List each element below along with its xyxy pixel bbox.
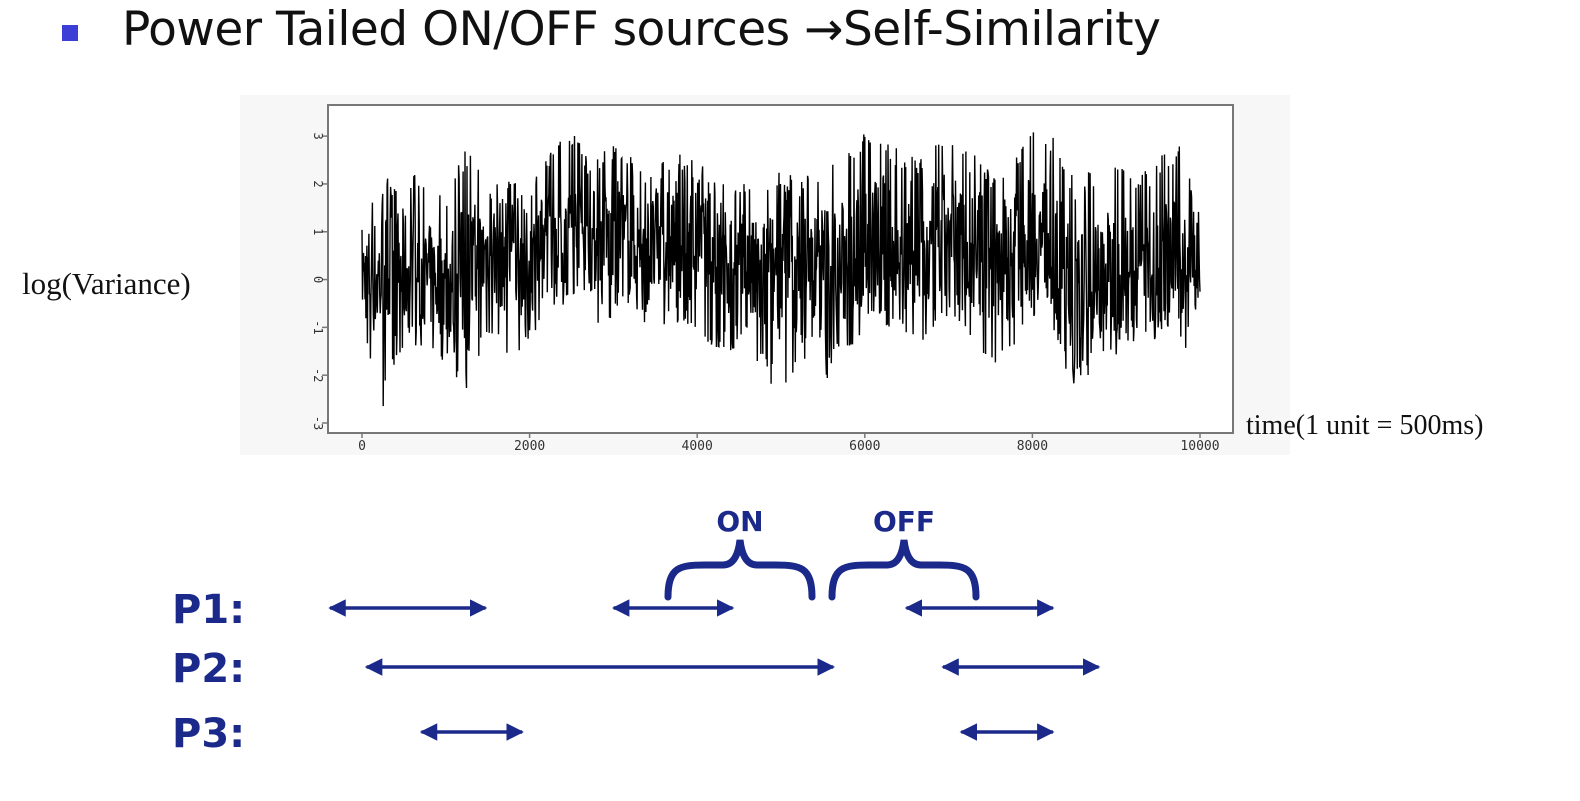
y-tick-label: 3	[311, 133, 325, 140]
plot-axes: 0 2000 4000 6000 8000 10000 -3 -2 -1 0 1 2 3	[311, 133, 1220, 454]
slide-heading: Power Tailed ON/OFF sources →Self-Simila…	[122, 2, 1161, 57]
x-tick-label: 0	[358, 439, 366, 454]
x-tick-label: 10000	[1180, 439, 1219, 454]
y-axis-label: log(Variance)	[22, 266, 191, 302]
on-brace: ON	[664, 505, 816, 601]
plot-marks	[361, 132, 1201, 407]
on-off-diagram: P1: P2: P3: ON OFF	[172, 505, 1101, 757]
bullet-square	[62, 25, 78, 41]
y-tick-label: 2	[311, 180, 325, 187]
off-label: OFF	[873, 505, 935, 538]
process-label: P2:	[172, 646, 245, 692]
x-tick-label: 6000	[849, 439, 880, 454]
x-tick-label: 4000	[682, 439, 713, 454]
x-tick-label: 2000	[514, 439, 545, 454]
process-label: P3:	[172, 711, 245, 757]
on-label: ON	[716, 505, 763, 538]
y-tick-label: 1	[311, 228, 325, 235]
series-line	[361, 132, 1201, 407]
y-axis-label-text: log(Variance)	[22, 266, 191, 301]
x-axis-label: time(1 unit = 500ms)	[1246, 410, 1484, 441]
y-tick-label: 0	[311, 276, 325, 283]
diagram-rows: P1: P2: P3:	[172, 587, 1101, 757]
y-tick-label: -3	[311, 416, 325, 430]
variance-plot: 0 2000 4000 6000 8000 10000 -3 -2 -1 0 1 2 3	[240, 95, 1290, 455]
process-label: P1:	[172, 587, 245, 633]
y-tick-label: -1	[311, 320, 325, 334]
x-tick-label: 8000	[1017, 439, 1048, 454]
y-tick-label: -2	[311, 368, 325, 382]
off-brace: OFF	[828, 505, 980, 601]
